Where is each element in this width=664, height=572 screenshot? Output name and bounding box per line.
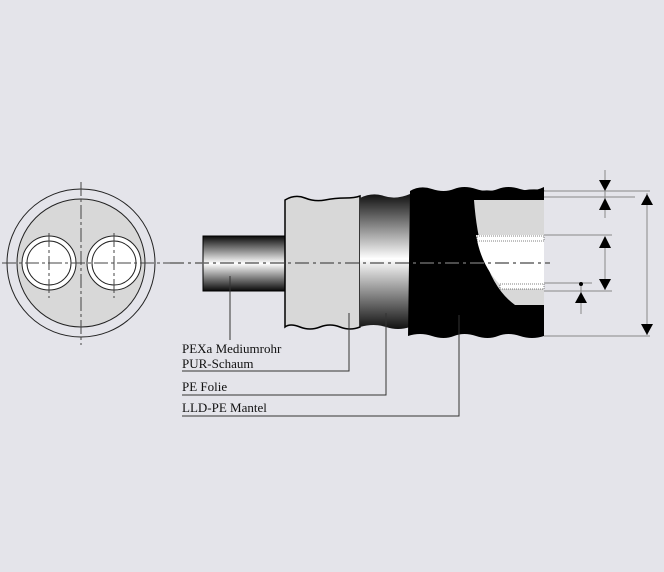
label-pexa-mediumrohr: PEXa Mediumrohr (182, 341, 282, 356)
label-pur-schaum: PUR-Schaum (182, 356, 254, 371)
label-pe-folie: PE Folie (182, 379, 228, 394)
leader-lines (182, 276, 460, 417)
dimension-lines (544, 170, 653, 337)
cross-section (2, 182, 170, 345)
label-lld-pe-mantel: LLD-PE Mantel (182, 400, 267, 415)
pipe-side-view (170, 187, 550, 338)
